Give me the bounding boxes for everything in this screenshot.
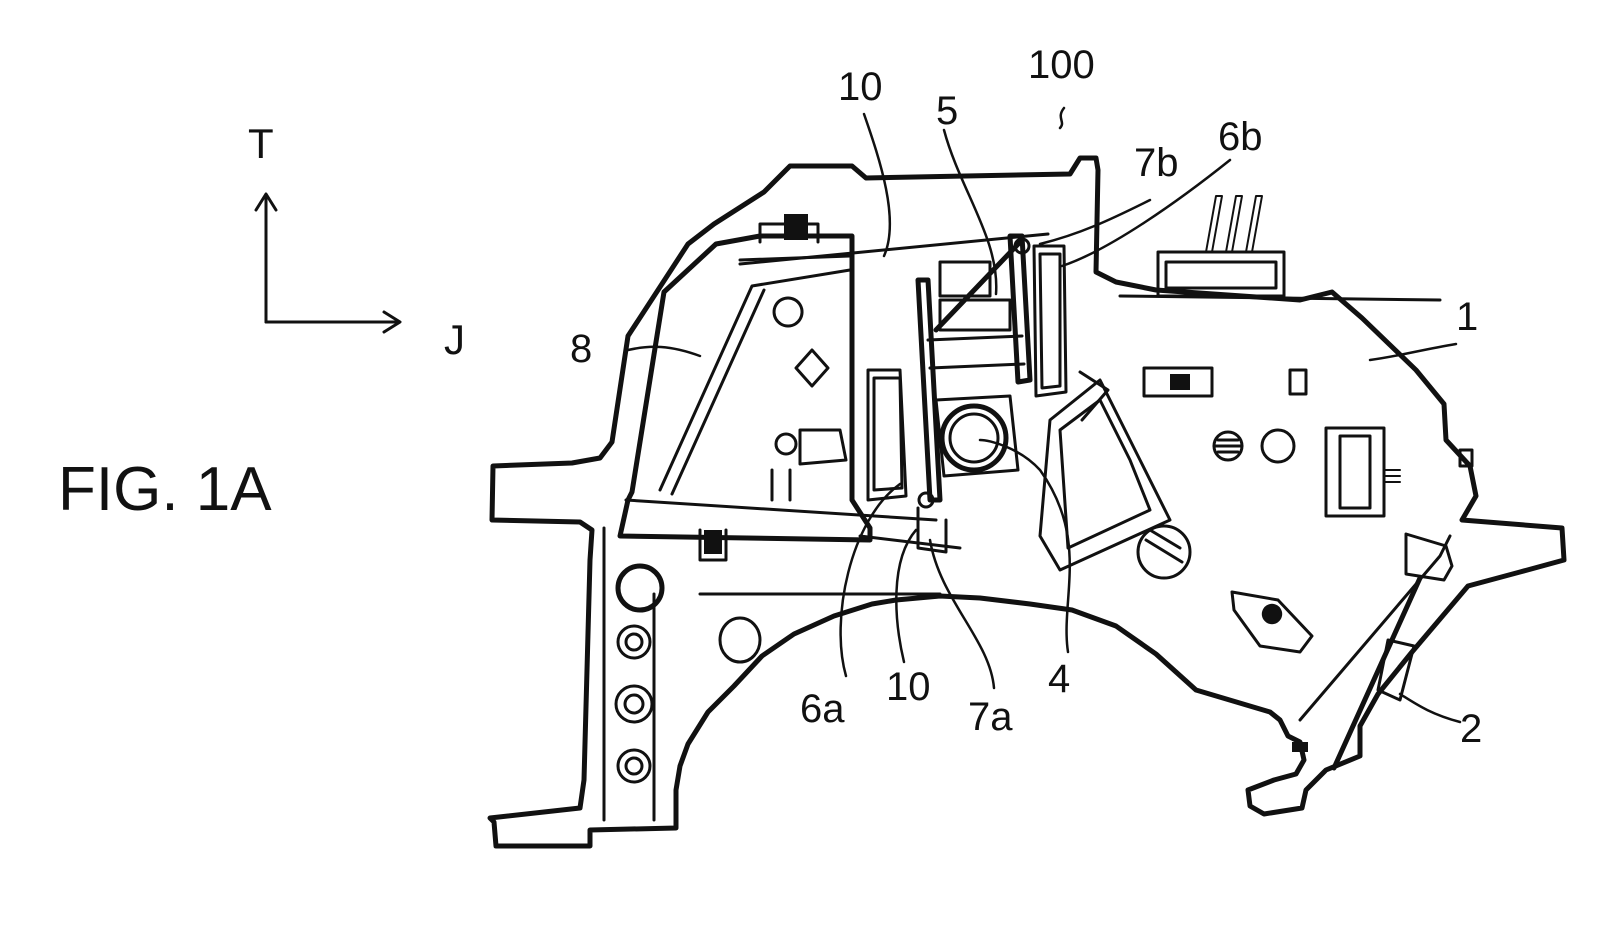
numeral-5: 5 bbox=[936, 89, 958, 133]
coil-6b-inner bbox=[1040, 254, 1060, 388]
carriage-frame bbox=[620, 214, 1048, 560]
coil-6a-inner bbox=[874, 378, 902, 490]
rounded-slot-dark bbox=[1262, 604, 1282, 624]
ic-block bbox=[1326, 428, 1384, 516]
ic-leads bbox=[1384, 470, 1400, 482]
oval-hole bbox=[720, 618, 760, 662]
screw-hole-2-inner bbox=[625, 695, 643, 713]
wire-lower bbox=[626, 500, 936, 520]
numeral-7b: 7b bbox=[1134, 141, 1179, 185]
ic-block-inner bbox=[1340, 436, 1370, 508]
axis-label-t: T bbox=[248, 120, 274, 167]
right-components bbox=[1040, 196, 1472, 768]
carriage-ribs bbox=[772, 470, 790, 500]
bottom-clip-block bbox=[704, 530, 722, 554]
adjust-screw-slot bbox=[1146, 530, 1182, 562]
pin-2 bbox=[1226, 196, 1242, 252]
spring-top-block bbox=[1406, 534, 1452, 580]
top-clip-block bbox=[784, 214, 808, 240]
screw-hole-1 bbox=[618, 626, 650, 658]
carriage-outline bbox=[620, 236, 870, 540]
leader-10-top bbox=[864, 114, 890, 256]
screw-hole-3-inner bbox=[626, 758, 642, 774]
carriage-hole-1 bbox=[774, 298, 802, 326]
carriage-slot bbox=[800, 430, 846, 464]
numeral-8: 8 bbox=[570, 327, 592, 371]
right-lower-edge bbox=[1300, 536, 1450, 720]
sensor-block-inner bbox=[1060, 400, 1150, 548]
leader-5 bbox=[944, 130, 996, 294]
numeral-10-bottom: 10 bbox=[886, 665, 931, 709]
numeral-100: 100 bbox=[1028, 43, 1095, 87]
reference-numerals: 100 10 5 7b 6b 8 1 6a 10 7a 4 2 bbox=[570, 43, 1482, 751]
holder-left-wall bbox=[918, 280, 940, 500]
objective-lens bbox=[942, 406, 1006, 470]
leader-100 bbox=[1060, 108, 1064, 128]
objective-lens-inner bbox=[950, 414, 998, 462]
direction-axes: T J bbox=[248, 120, 465, 363]
numeral-6b: 6b bbox=[1218, 115, 1263, 159]
carriage-diamond-hole bbox=[796, 350, 828, 386]
holder-bar-1 bbox=[928, 336, 1022, 340]
numeral-1: 1 bbox=[1456, 295, 1478, 339]
lens-holder bbox=[860, 236, 1066, 552]
axis-label-j: J bbox=[444, 316, 465, 363]
screw-left-slot bbox=[1214, 440, 1242, 452]
holder-right-wall bbox=[1010, 236, 1030, 382]
leader-2 bbox=[1400, 694, 1460, 722]
leader-1 bbox=[1370, 344, 1456, 360]
screw-hole-1-inner bbox=[626, 634, 642, 650]
leader-8 bbox=[628, 347, 700, 356]
numeral-4: 4 bbox=[1048, 657, 1070, 701]
screw-right bbox=[1262, 430, 1294, 462]
holder-bar-2 bbox=[930, 364, 1024, 368]
screw-hole-3 bbox=[618, 750, 650, 782]
small-slot bbox=[1290, 370, 1306, 394]
numeral-2: 2 bbox=[1460, 707, 1482, 751]
numeral-7a: 7a bbox=[968, 695, 1013, 739]
pin-1 bbox=[1206, 196, 1222, 252]
leader-7a bbox=[930, 540, 994, 688]
screw-hole-2 bbox=[616, 686, 652, 722]
connector-inner bbox=[1166, 262, 1276, 288]
large-hole bbox=[618, 566, 662, 610]
pin-3 bbox=[1246, 196, 1262, 252]
numeral-6a: 6a bbox=[800, 687, 845, 731]
bottom-tab bbox=[1292, 742, 1308, 752]
carriage-hole-2 bbox=[776, 434, 796, 454]
clip-slot-dark bbox=[1170, 374, 1190, 390]
carriage-diagonal-2 bbox=[672, 290, 764, 494]
numeral-10-top: 10 bbox=[838, 65, 883, 109]
leader-6a bbox=[841, 484, 900, 676]
figure-label: FIG. 1A bbox=[58, 455, 272, 524]
